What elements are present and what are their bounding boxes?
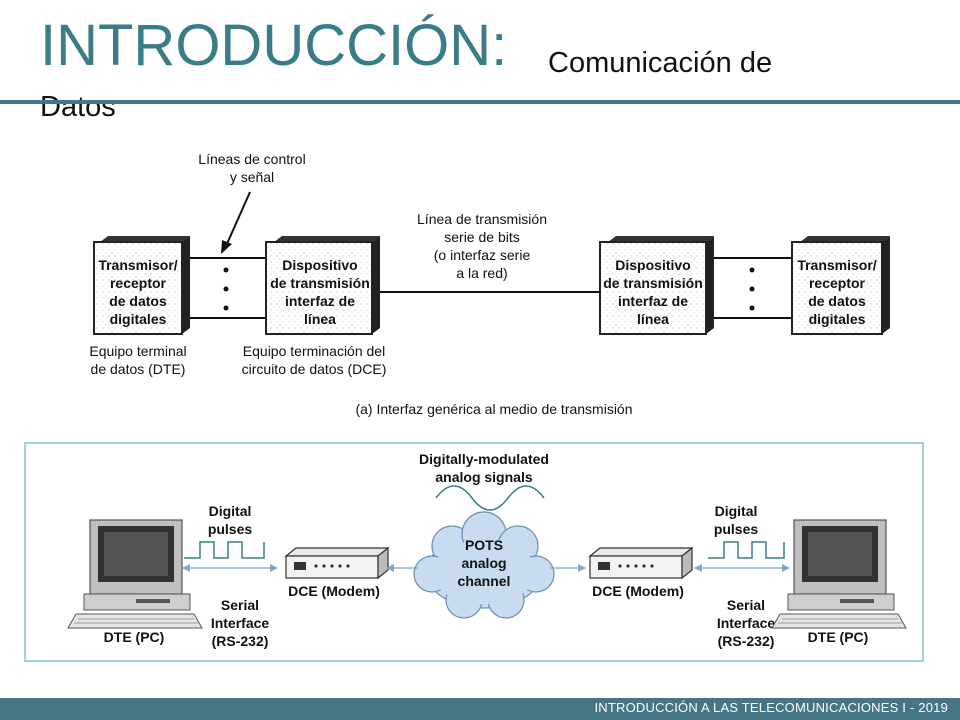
dot-marker (749, 305, 755, 311)
footer-bar (0, 698, 960, 720)
dce-caption-2: circuito de datos (DCE) (242, 361, 387, 377)
serial-right-label-2: Interface (717, 615, 776, 631)
dce-right-label: DCE (Modem) (592, 583, 684, 599)
modem-right-icon (588, 546, 694, 580)
digital-pulse-icon (184, 541, 265, 559)
dte-caption-1: Equipo terminal (89, 343, 186, 359)
title-main: INTRODUCCIÓN: (40, 13, 508, 78)
title-subtitle-line2: Datos (40, 91, 116, 123)
serial-left-label-1: Serial (221, 597, 259, 613)
pulses-left-label-1: Digital (209, 503, 252, 519)
line-label-3: (o interfaz serie (434, 247, 531, 263)
dce-caption-1: Equipo terminación del (243, 343, 385, 359)
dot-marker (749, 267, 755, 273)
dte-caption-2: de datos (DTE) (91, 361, 186, 377)
control-arrow (225, 191, 251, 247)
serial-left-label-2: Interface (211, 615, 270, 631)
title-subtitle-line1: Comunicación de (548, 47, 773, 79)
arrow-head (182, 564, 190, 572)
dte-box-left: Transmisor/ receptor de datos digitales (93, 236, 190, 335)
dce-left-line3: interfaz de (285, 293, 355, 309)
dte-right-line1: Transmisor/ (797, 257, 876, 273)
dot-marker (223, 267, 229, 273)
cloud-label-3: channel (458, 573, 511, 589)
arrow-head (694, 564, 702, 572)
line-label-2: serie de bits (444, 229, 519, 245)
dce-box-left: Dispositivo de transmisión interfaz de l… (265, 236, 380, 335)
dte-right-line3: de datos (808, 293, 866, 309)
serial-right-label-1: Serial (727, 597, 765, 613)
footer-text: INTRODUCCIÓN A LAS TELECOMUNICACIONES I … (594, 700, 948, 715)
line-label-4: a la red) (456, 265, 507, 281)
dce-right-line1: Dispositivo (615, 257, 690, 273)
dte-right-line4: digitales (809, 311, 866, 327)
signal-label-2: analog signals (435, 469, 532, 485)
pots-cloud-icon (413, 511, 555, 619)
dce-right-line2: de transmisión (603, 275, 703, 291)
page-title: INTRODUCCIÓN: (40, 14, 507, 78)
dte-left-line3: de datos (109, 293, 167, 309)
arrow-head (221, 240, 232, 254)
dce-left-line2: de transmisión (270, 275, 370, 291)
serial-right-label-3: (RS-232) (718, 633, 775, 649)
analog-wave-icon (435, 485, 545, 511)
dte-right-label: DTE (PC) (808, 629, 869, 645)
cloud-label-2: analog (461, 555, 506, 571)
pc-right-icon (771, 519, 907, 629)
dte-right-line2: receptor (809, 275, 866, 291)
dte-box-right: Transmisor/ receptor de datos digitales (791, 236, 890, 335)
control-label-line2: y señal (230, 169, 274, 185)
diagram-modem-link: Digitally-modulated analog signals POTS … (24, 442, 924, 662)
arrow-head (386, 564, 394, 572)
dce-right-line3: interfaz de (618, 293, 688, 309)
pulses-left-label-2: pulses (208, 521, 253, 537)
signal-label-1: Digitally-modulated (419, 451, 549, 467)
dot-marker (749, 286, 755, 292)
arrow-head (270, 564, 278, 572)
serial-left-label-3: (RS-232) (212, 633, 269, 649)
modem-left-icon (284, 546, 390, 580)
dte-left-label: DTE (PC) (104, 629, 165, 645)
dte-left-line4: digitales (110, 311, 167, 327)
control-label-line1: Líneas de control (198, 151, 305, 167)
dce-left-line1: Dispositivo (282, 257, 357, 273)
cloud-label-1: POTS (465, 537, 503, 553)
pulses-right-label-2: pulses (714, 521, 759, 537)
dte-left-line2: receptor (110, 275, 167, 291)
dot-marker (223, 286, 229, 292)
diagram-generic-interface: Transmisor/ receptor de datos digitales … (89, 151, 890, 417)
dce-box-right: Dispositivo de transmisión interfaz de l… (599, 236, 714, 335)
arrow-head (782, 564, 790, 572)
dot-marker (223, 305, 229, 311)
diagram-caption: (a) Interfaz genérica al medio de transm… (355, 401, 632, 417)
dce-left-label: DCE (Modem) (288, 583, 380, 599)
dce-right-line4: línea (637, 311, 669, 327)
title-divider (0, 100, 960, 104)
dce-left-line4: línea (304, 311, 336, 327)
digital-pulse-icon (708, 541, 785, 559)
pc-left-icon (67, 519, 203, 629)
pulses-right-label-1: Digital (715, 503, 758, 519)
dte-left-line1: Transmisor/ (98, 257, 177, 273)
line-label-1: Línea de transmisión (417, 211, 547, 227)
arrow-head (578, 564, 586, 572)
